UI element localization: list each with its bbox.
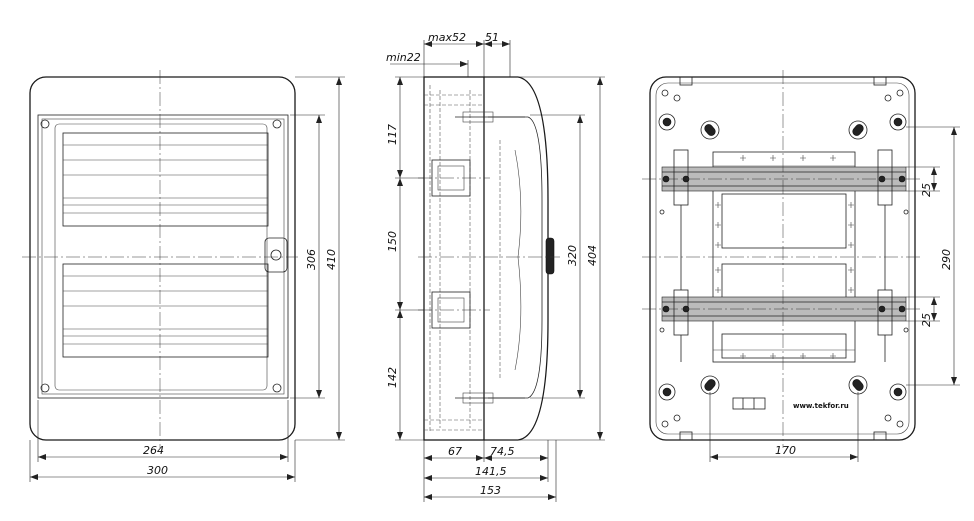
dim-51: 51 (485, 31, 499, 44)
manufacturer-website: www.tekfor.ru (793, 402, 849, 410)
dim-max52: max52 (428, 31, 466, 44)
keyhole-slot-icon (848, 120, 868, 140)
screw-icon (272, 383, 282, 393)
dim-150: 150 (386, 231, 399, 252)
latch-knob (545, 237, 555, 275)
dim-min22: min22 (386, 51, 421, 64)
dim-74-5: 74,5 (490, 445, 515, 458)
screw-icon (40, 383, 50, 393)
keyhole-slot-icon (700, 120, 720, 140)
front-outer-body (29, 76, 296, 441)
dim-170: 170 (775, 444, 796, 457)
side-door-profile (484, 76, 549, 441)
dim-300: 300 (147, 464, 168, 477)
dim-25-top: 25 (920, 183, 933, 197)
back-view: www.tekfor.ru 25 25 290 170 (642, 70, 960, 462)
certification-symbols (732, 397, 766, 410)
dim-67: 67 (448, 445, 462, 458)
dim-264: 264 (143, 444, 164, 457)
side-base (423, 76, 485, 441)
dim-404: 404 (586, 245, 599, 266)
dim-410: 410 (325, 249, 338, 270)
dim-142: 142 (386, 367, 399, 388)
cross-markers (715, 155, 854, 359)
mounting-boss-icon (889, 113, 907, 131)
dim-25-bottom: 25 (920, 313, 933, 327)
side-view: max52 51 min22 117 150 142 320 404 67 74… (386, 31, 605, 502)
screw-icon (40, 119, 50, 129)
mounting-boss-icon (889, 383, 907, 401)
door-latch (264, 237, 288, 273)
front-door (37, 114, 289, 399)
dim-153: 153 (480, 484, 501, 497)
hinge-screw-bottom (462, 392, 494, 404)
front-view: 264 300 306 410 (22, 70, 345, 482)
dim-320: 320 (566, 245, 579, 266)
back-outer-body (649, 76, 916, 441)
mounting-boss-icon (658, 113, 676, 131)
front-window-top (62, 132, 269, 227)
dim-141-5: 141,5 (475, 465, 507, 478)
mounting-boss-icon (658, 383, 676, 401)
dim-306: 306 (305, 249, 318, 270)
dim-290: 290 (940, 249, 953, 270)
hinge-screw-top (462, 111, 494, 123)
dim-117: 117 (386, 124, 399, 145)
screw-icon (272, 119, 282, 129)
front-window-bottom (62, 263, 269, 358)
